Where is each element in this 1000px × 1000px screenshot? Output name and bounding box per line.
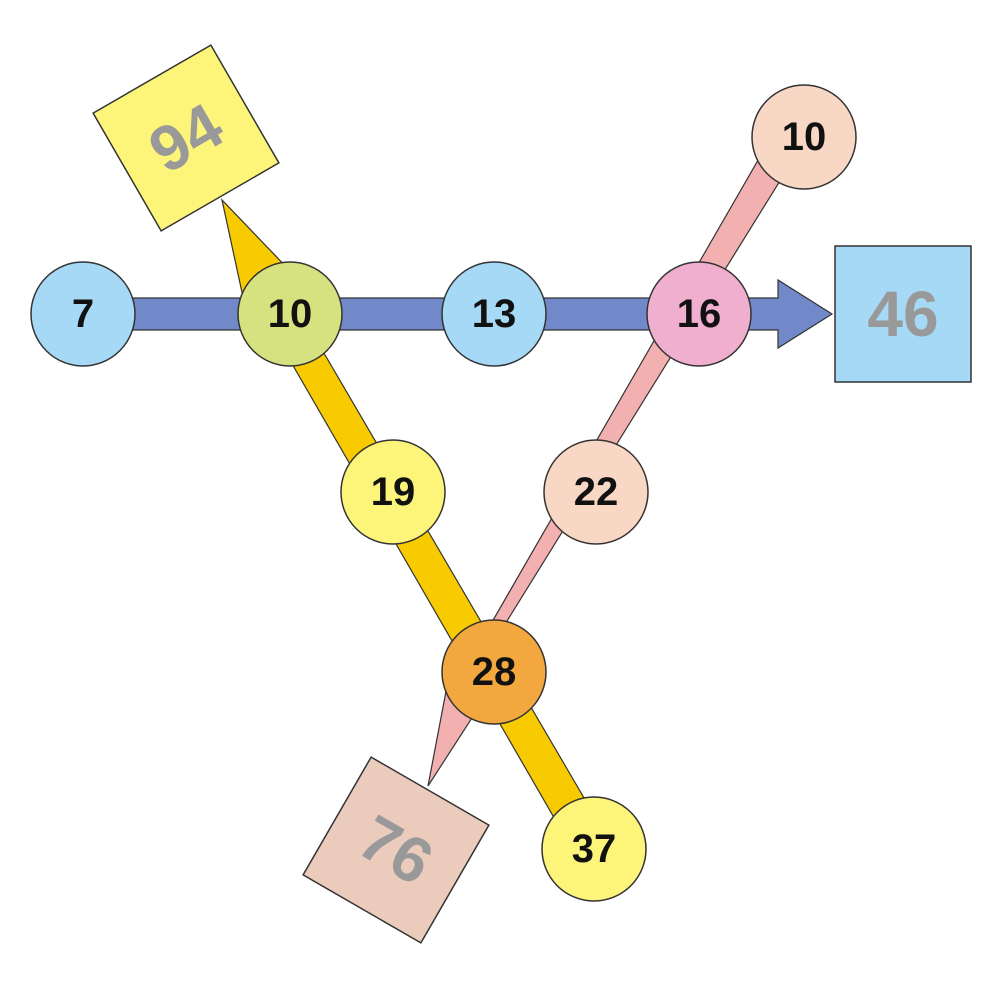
station-shape <box>543 439 649 545</box>
station-shape <box>441 619 547 725</box>
station-blue-mid: 13 <box>441 261 547 367</box>
station-shape <box>237 261 343 367</box>
station-shape <box>541 796 647 902</box>
terminal-pink-end: 76 <box>302 756 490 944</box>
station-yellow-mid: 19 <box>340 439 446 545</box>
terminal-box <box>302 756 490 944</box>
station-label: 37 <box>572 827 617 871</box>
station-pink-mid: 22 <box>543 439 649 545</box>
station-yellow-start: 37 <box>541 796 647 902</box>
station-label: 22 <box>574 470 619 514</box>
terminal-label: 46 <box>867 278 938 350</box>
terminal-blue-end: 46 <box>834 245 972 383</box>
terminal-box <box>834 245 972 383</box>
terminal-yellow-end: 94 <box>92 44 280 232</box>
station-junction-yellow-pink: 28 <box>441 619 547 725</box>
station-junction-blue-pink: 16 <box>646 261 752 367</box>
station-shape <box>751 84 857 190</box>
station-label: 16 <box>677 292 722 336</box>
station-label: 13 <box>472 292 517 336</box>
station-shape <box>646 261 752 367</box>
station-shape <box>340 439 446 545</box>
station-label: 19 <box>371 470 416 514</box>
station-pink-start: 10 <box>751 84 857 190</box>
station-label: 10 <box>782 115 827 159</box>
station-junction-blue-yellow: 10 <box>237 261 343 367</box>
terminal-box <box>92 44 280 232</box>
station-label: 10 <box>268 292 313 336</box>
station-label: 28 <box>472 650 517 694</box>
station-shape <box>441 261 547 367</box>
station-blue-start: 7 <box>30 261 136 367</box>
station-shape <box>30 261 136 367</box>
station-label: 7 <box>72 292 94 336</box>
